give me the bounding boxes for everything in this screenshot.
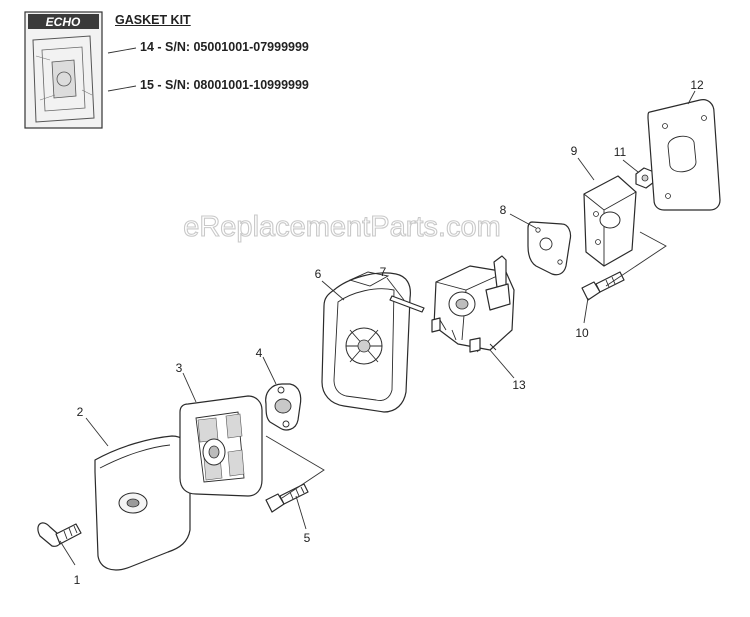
part-1-wing-bolt bbox=[37, 522, 82, 547]
callout-11: 11 bbox=[614, 145, 627, 159]
callout-9: 9 bbox=[571, 144, 578, 158]
watermark: eReplacementParts.com bbox=[183, 211, 501, 243]
callout-8: 8 bbox=[500, 203, 507, 217]
part-6-filter-case bbox=[321, 271, 411, 413]
callout-12: 12 bbox=[690, 78, 704, 92]
echo-logo: ECHO bbox=[46, 15, 81, 29]
kit-title: GASKET KIT bbox=[115, 13, 191, 27]
part-3-filter-element bbox=[179, 395, 263, 497]
part-5-bolt bbox=[265, 483, 309, 513]
callout-10: 10 bbox=[575, 326, 589, 340]
callout-7: 7 bbox=[380, 265, 387, 279]
part-4-gasket bbox=[265, 383, 302, 431]
part-2-air-filter-cover bbox=[94, 435, 191, 571]
callout-3: 3 bbox=[176, 361, 183, 375]
part-9-insulator bbox=[583, 175, 637, 267]
part-13-carburetor bbox=[431, 255, 515, 353]
callout-13: 13 bbox=[512, 378, 526, 392]
callout-6: 6 bbox=[315, 267, 322, 281]
callout-2: 2 bbox=[77, 405, 84, 419]
callout-1: 1 bbox=[74, 573, 81, 587]
part-8-carburetor-gasket bbox=[527, 221, 572, 276]
part-12-gasket-plate bbox=[647, 99, 721, 211]
kit-line-15: 15 - S/N: 08001001-10999999 bbox=[140, 78, 309, 92]
part-10-bolt bbox=[581, 271, 625, 301]
part-7-gasket-strip bbox=[389, 295, 425, 313]
gasket-kit-thumbnail: ECHO bbox=[24, 11, 103, 129]
callout-5: 5 bbox=[304, 531, 311, 545]
callout-4: 4 bbox=[256, 346, 263, 360]
kit-line-14: 14 - S/N: 05001001-07999999 bbox=[140, 40, 309, 54]
